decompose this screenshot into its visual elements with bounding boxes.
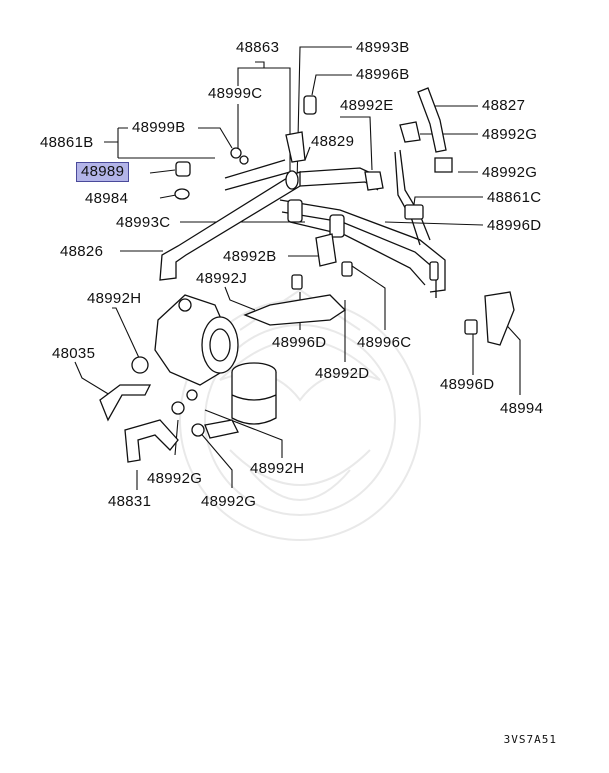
label-48999b[interactable]: 48999B (132, 119, 186, 136)
label-48829[interactable]: 48829 (311, 133, 355, 150)
label-48992h-left[interactable]: 48992H (87, 290, 142, 307)
label-48992b[interactable]: 48992B (223, 248, 277, 265)
label-48992g-bottom[interactable]: 48992G (201, 493, 257, 510)
label-48992d[interactable]: 48992D (315, 365, 370, 382)
label-48827[interactable]: 48827 (482, 97, 526, 114)
diagram-reference-code: 3VS7A51 (503, 733, 557, 746)
label-48996c[interactable]: 48996C (357, 334, 412, 351)
power-steering-pump (131, 294, 239, 386)
label-48984[interactable]: 48984 (85, 190, 129, 207)
label-48831[interactable]: 48831 (108, 493, 152, 510)
label-48989-highlighted[interactable]: 48989 (76, 162, 130, 182)
label-48993b[interactable]: 48993B (356, 39, 410, 56)
label-48996d-lower[interactable]: 48996D (440, 376, 495, 393)
label-48861b[interactable]: 48861B (40, 134, 94, 151)
clamps-brackets (243, 233, 515, 346)
label-48993c[interactable]: 48993C (116, 214, 171, 231)
label-48994[interactable]: 48994 (500, 400, 544, 417)
leader-lines (74, 46, 521, 490)
label-48992g-lower-left[interactable]: 48992G (147, 470, 203, 487)
oil-reservoir (204, 362, 277, 439)
label-48861c[interactable]: 48861C (487, 189, 542, 206)
label-48992g-second[interactable]: 48992G (482, 164, 538, 181)
label-48996d-right[interactable]: 48996D (487, 217, 542, 234)
label-48826[interactable]: 48826 (60, 243, 104, 260)
return-tube-assembly (279, 149, 446, 298)
label-48992e[interactable]: 48992E (340, 97, 394, 114)
label-48992j[interactable]: 48992J (196, 270, 248, 287)
label-48996d-middle[interactable]: 48996D (272, 334, 327, 351)
return-hose-48827 (399, 87, 453, 173)
label-48992g-upper[interactable]: 48992G (482, 126, 538, 143)
label-48035[interactable]: 48035 (52, 345, 96, 362)
label-48996b[interactable]: 48996B (356, 66, 410, 83)
suction-hose (99, 384, 205, 463)
fittings-top (174, 95, 384, 200)
label-48992h-lower[interactable]: 48992H (250, 460, 305, 477)
label-48863[interactable]: 48863 (236, 39, 280, 56)
label-48999c[interactable]: 48999C (208, 85, 263, 102)
